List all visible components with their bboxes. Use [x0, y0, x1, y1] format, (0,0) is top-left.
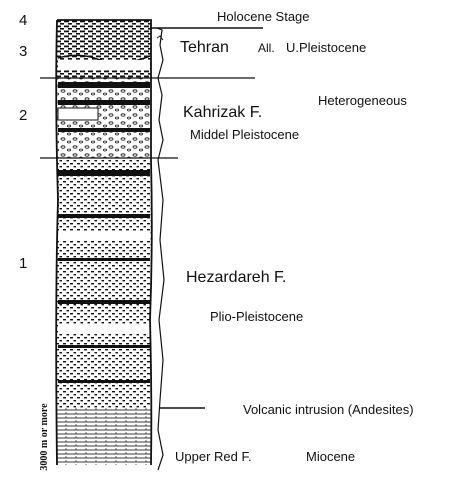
tehran-label: Tehran — [180, 40, 229, 56]
sequence-boundary — [157, 28, 164, 470]
layer-unit-4 — [57, 20, 151, 28]
layer-upper-red — [57, 408, 151, 465]
layer-unit-3 — [57, 28, 151, 78]
heterogeneous-label: Heterogeneous — [318, 94, 407, 107]
unit-number-3: 3 — [19, 44, 27, 59]
middle-pleistocene-label: Middel Pleistocene — [190, 128, 299, 141]
layer-unit-1 — [57, 158, 151, 408]
miocene-label: Miocene — [306, 450, 355, 463]
unit-number-4: 4 — [19, 13, 27, 28]
unit-number-1: 1 — [19, 256, 27, 271]
upper-pleistocene-label: U.Pleistocene — [286, 41, 366, 54]
upper-red-label: Upper Red F. — [175, 450, 252, 463]
kahrizak-label: Kahrizak F. — [183, 105, 262, 121]
unit-number-2: 2 — [19, 108, 27, 123]
thickness-label: 3000 m or more — [40, 402, 50, 472]
holocene-stage-label: Holocene Stage — [217, 10, 310, 23]
hezardareh-label: Hezardareh F. — [186, 270, 287, 286]
alluvium-label: All. — [258, 42, 275, 54]
plio-pleistocene-label: Plio-Pleistocene — [210, 310, 303, 323]
volcanic-intrusion-label: Volcanic intrusion (Andesites) — [243, 403, 414, 416]
